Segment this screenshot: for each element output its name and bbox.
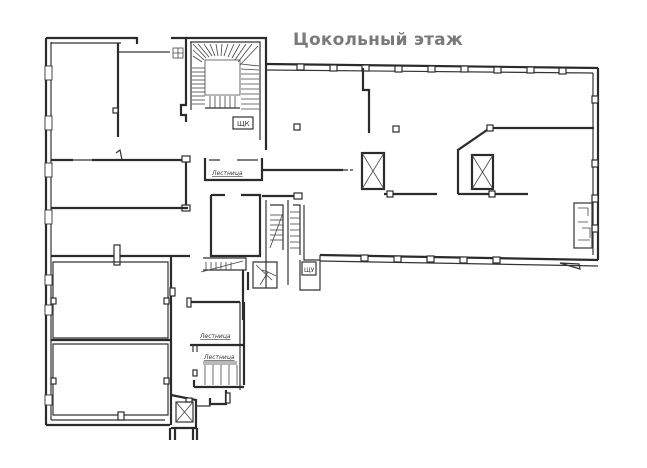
- floor-plan-title: Цокольный этаж: [293, 30, 463, 50]
- central-core: Лестница ЩУ: [200, 158, 321, 320]
- room-label-1: Лестница: [199, 333, 231, 340]
- kitchen-box-label: ЩУ: [304, 267, 315, 274]
- east-hall-partitions: [262, 68, 594, 249]
- left-wing-partitions: [50, 43, 191, 425]
- room-label-2: Лестница: [203, 354, 235, 361]
- wc-box-label: ЩК: [237, 120, 250, 128]
- left-wing-outer-walls: [44, 36, 170, 427]
- lower-central-wing: Лестница Лестница: [186, 297, 246, 406]
- main-stairwell: ЩК: [171, 36, 268, 148]
- south-stair-tower: [168, 393, 211, 440]
- corridor-label: Лестница: [211, 170, 243, 177]
- east-hall-walls: [264, 62, 600, 270]
